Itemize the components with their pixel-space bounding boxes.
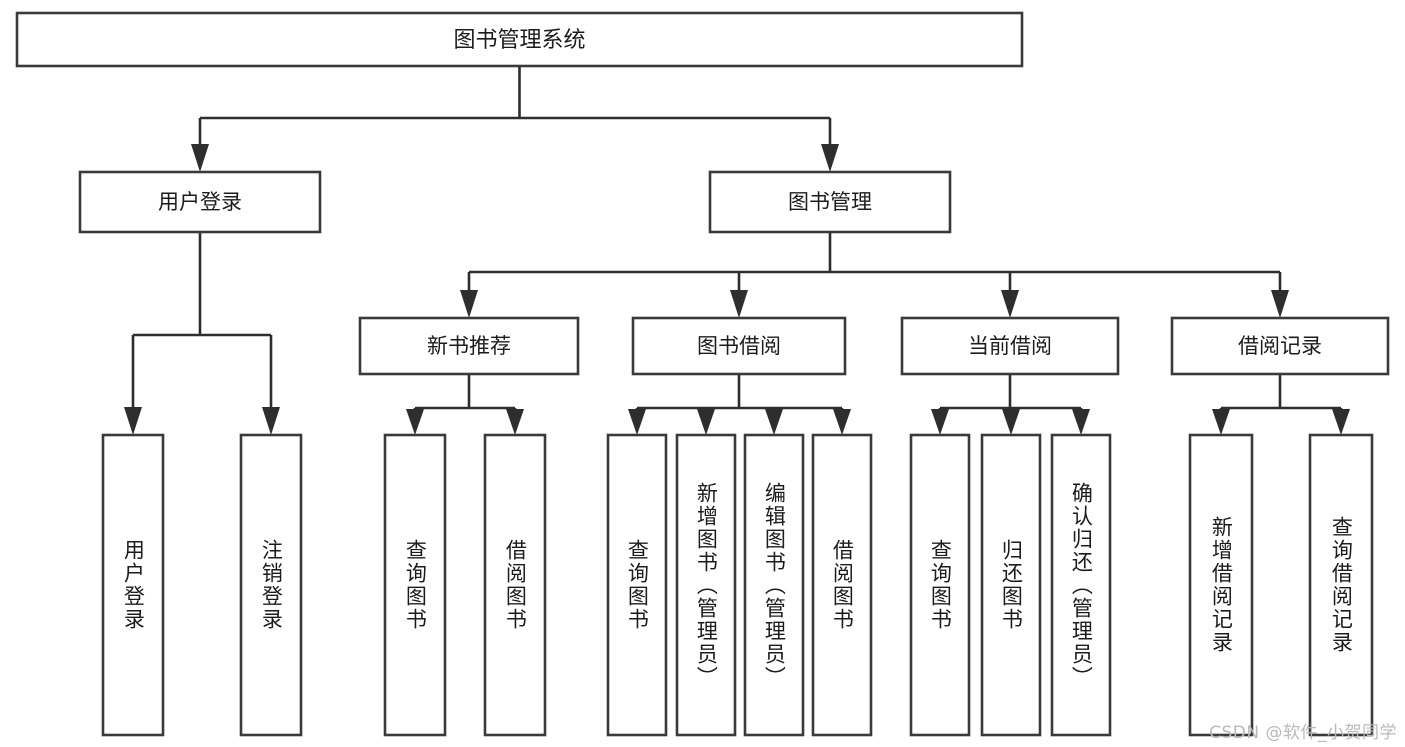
node-root[interactable]: 图书管理系统 bbox=[15, 11, 1024, 68]
arrow-head-leaf-confirm-return-admin bbox=[1072, 409, 1090, 435]
arrow-head-borrow-record bbox=[1271, 290, 1289, 318]
connector-group-borrow-record bbox=[1212, 374, 1350, 435]
node-new-book-recommend-box[interactable] bbox=[358, 316, 580, 376]
leaf-box-user-login[interactable] bbox=[101, 433, 165, 737]
connector-group-book-management bbox=[460, 232, 1289, 318]
node-current-borrow[interactable]: 当前借阅 bbox=[900, 316, 1120, 376]
node-book-management[interactable]: 图书管理 bbox=[708, 170, 952, 234]
arrow-head-leaf-borrow-book-1 bbox=[506, 409, 524, 435]
leaf-box-query-book-1[interactable] bbox=[383, 433, 447, 737]
leaf-box-add-borrow-record[interactable] bbox=[1188, 433, 1254, 737]
node-current-borrow-label: 当前借阅 bbox=[968, 334, 1052, 358]
arrow-head-book-management bbox=[821, 144, 839, 172]
leaf-box-confirm-return-admin[interactable] bbox=[1050, 433, 1112, 737]
node-root-box[interactable] bbox=[15, 11, 1024, 68]
node-book-borrow[interactable]: 图书借阅 bbox=[631, 316, 847, 376]
arrow-head-leaf-query-book-2 bbox=[628, 409, 646, 435]
node-book-management-label: 图书管理 bbox=[788, 190, 872, 214]
arrow-head-leaf-edit-book-admin bbox=[765, 409, 783, 435]
leaf-box-query-book-2[interactable] bbox=[606, 433, 668, 737]
arrow-head-current-borrow bbox=[1001, 290, 1019, 318]
connector-group-new-book-recommend bbox=[406, 374, 524, 435]
node-borrow-record-box[interactable] bbox=[1170, 316, 1390, 376]
node-user-login-label: 用户登录 bbox=[158, 190, 242, 214]
arrow-head-leaf-query-book-1 bbox=[406, 409, 424, 435]
arrow-head-book-borrow bbox=[730, 290, 748, 318]
leaf-box-logout-login[interactable] bbox=[239, 433, 303, 737]
arrow-head-leaf-borrow-book-2 bbox=[833, 409, 851, 435]
leaf-box-query-book-3[interactable] bbox=[909, 433, 971, 737]
arrow-head-leaf-query-borrow-record bbox=[1332, 409, 1350, 435]
arrow-head-leaf-user-login bbox=[124, 407, 142, 435]
arrow-head-leaf-return-book bbox=[1002, 409, 1020, 435]
leaf-box-edit-book-admin[interactable] bbox=[743, 433, 805, 737]
arrow-head-leaf-add-borrow-record bbox=[1212, 409, 1230, 435]
node-current-borrow-box[interactable] bbox=[900, 316, 1120, 376]
arrow-head-leaf-query-book-3 bbox=[931, 409, 949, 435]
node-book-management-box[interactable] bbox=[708, 170, 952, 234]
leaf-box-return-book[interactable] bbox=[980, 433, 1042, 737]
leaf-box-add-book-admin[interactable] bbox=[675, 433, 737, 737]
csdn-watermark: CSDN @软件_小贺同学 bbox=[1209, 723, 1397, 743]
node-borrow-record-label: 借阅记录 bbox=[1238, 334, 1322, 358]
node-user-login[interactable]: 用户登录 bbox=[78, 170, 322, 234]
leaf-box-borrow-book-1[interactable] bbox=[483, 433, 547, 737]
arrow-head-leaf-add-book-admin bbox=[697, 409, 715, 435]
connector-group-root bbox=[191, 66, 839, 172]
leaf-box-borrow-book-2[interactable] bbox=[811, 433, 873, 737]
arrow-head-new-book-recommend bbox=[460, 290, 478, 318]
node-book-borrow-box[interactable] bbox=[631, 316, 847, 376]
connector-group-user-login bbox=[124, 232, 280, 435]
leaf-box-query-borrow-record[interactable] bbox=[1308, 433, 1374, 737]
node-new-book-recommend-label: 新书推荐 bbox=[427, 334, 511, 358]
arrow-head-leaf-logout-login bbox=[262, 407, 280, 435]
node-book-borrow-label: 图书借阅 bbox=[697, 334, 781, 358]
arrow-head-user-login bbox=[191, 144, 209, 172]
node-user-login-box[interactable] bbox=[78, 170, 322, 234]
node-root-label: 图书管理系统 bbox=[453, 28, 585, 53]
node-borrow-record[interactable]: 借阅记录 bbox=[1170, 316, 1390, 376]
connector-group-book-borrow bbox=[628, 374, 851, 435]
node-new-book-recommend[interactable]: 新书推荐 bbox=[358, 316, 580, 376]
connector-group-current-borrow bbox=[931, 374, 1090, 435]
leaf-boxes-group bbox=[101, 433, 1374, 737]
